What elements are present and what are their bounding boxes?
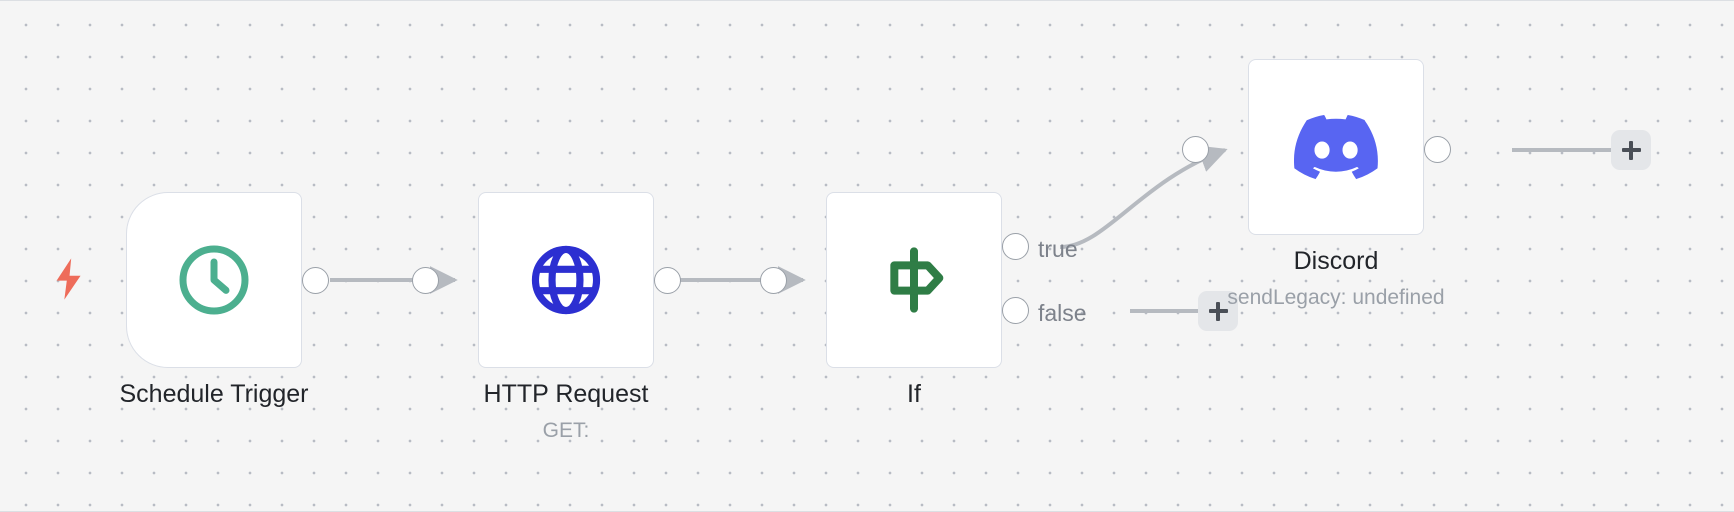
port-label-true: true	[1038, 236, 1078, 262]
clock-icon	[174, 240, 254, 320]
node-sublabel-discord: sendLegacy: undefined	[1227, 286, 1445, 309]
globe-icon	[527, 241, 605, 319]
port-input-http-request[interactable]	[412, 267, 439, 294]
port-label-false: false	[1038, 300, 1087, 326]
port-output-discord[interactable]	[1424, 136, 1451, 163]
port-output-http-request[interactable]	[654, 267, 681, 294]
port-input-discord[interactable]	[1182, 136, 1209, 163]
node-if[interactable]: If	[826, 192, 1002, 408]
port-output-schedule-trigger[interactable]	[302, 267, 329, 294]
discord-icon	[1293, 105, 1378, 189]
node-sublabel-http-request: GET:	[542, 419, 590, 442]
node-schedule-trigger[interactable]: Schedule Trigger	[119, 192, 309, 408]
signpost-icon	[874, 240, 954, 320]
node-label-if: If	[907, 380, 921, 408]
connection-if-true-to-discord	[1059, 145, 1228, 249]
add-node-button-after-discord[interactable]	[1611, 130, 1651, 170]
add-node-button-false-branch[interactable]	[1198, 291, 1238, 331]
node-discord[interactable]: Discord sendLegacy: undefined	[1227, 59, 1445, 309]
node-label-http-request: HTTP Request	[483, 380, 649, 408]
port-output-if-false[interactable]	[1002, 297, 1029, 324]
node-label-schedule-trigger: Schedule Trigger	[119, 380, 309, 408]
port-output-if-true[interactable]	[1002, 233, 1029, 260]
node-http-request[interactable]: HTTP Request GET:	[478, 192, 654, 442]
node-label-discord: Discord	[1293, 247, 1379, 275]
lightning-bolt-icon	[52, 257, 86, 301]
port-input-if[interactable]	[760, 267, 787, 294]
